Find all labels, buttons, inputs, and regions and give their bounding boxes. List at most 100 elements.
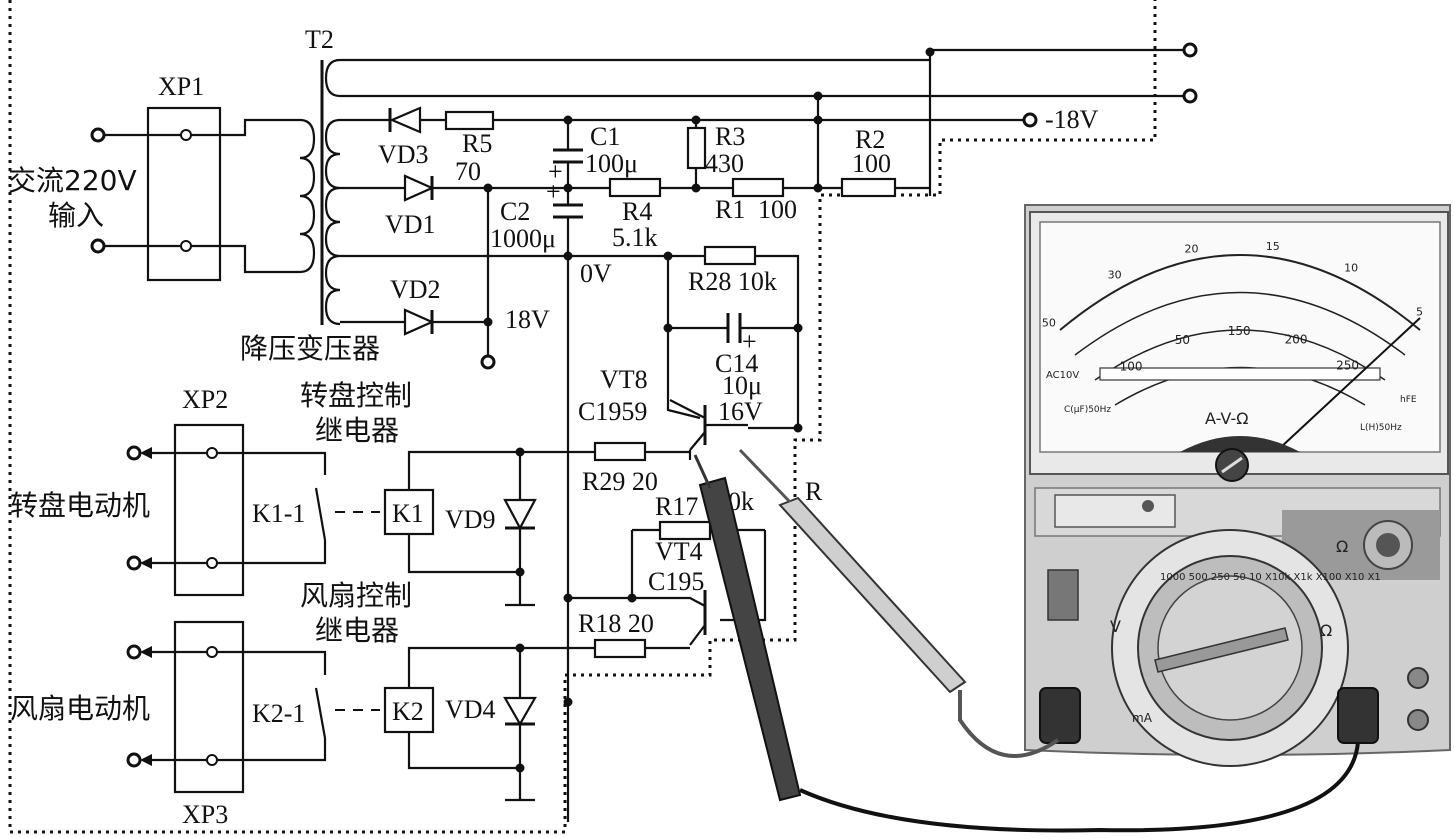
vt8-label: VT8 <box>600 365 648 394</box>
r-cut-label: R <box>805 477 823 506</box>
r4-value: 5.1k <box>612 223 658 252</box>
dial-v-label: V <box>1110 617 1121 636</box>
vd4-diode <box>503 696 537 727</box>
ac-input-label-2: 输入 <box>48 199 104 232</box>
r4-label: R4 <box>622 197 652 226</box>
vt4-label: VT4 <box>655 537 703 566</box>
r29-resistor <box>593 441 647 462</box>
dial-ring-label: 1000 500 250 50 10 X10k X1k X100 X10 X1 <box>1160 572 1381 583</box>
vd1-label: VD1 <box>385 210 436 239</box>
vd2-label: VD2 <box>390 275 441 304</box>
neg18-terminal <box>1022 112 1038 128</box>
k1-1-contact <box>314 487 327 541</box>
scale-tick-label: 250 <box>1336 359 1359 373</box>
test-lead-cable <box>958 690 1060 758</box>
vd4-label: VD4 <box>445 695 496 724</box>
relay1-label: 转盘控制 <box>300 379 412 412</box>
r28-label: R28 10k <box>688 267 777 296</box>
r2-value: 100 <box>852 149 891 178</box>
vd2-diode <box>403 308 435 336</box>
scale-tick-label: 150 <box>1228 324 1251 338</box>
scale-tick-label: 100 <box>1120 359 1143 373</box>
r5-label: R5 <box>462 129 492 158</box>
red-test-probe <box>778 496 967 694</box>
vd3-label: VD3 <box>378 140 429 169</box>
r18-resistor <box>593 638 647 659</box>
vt4-type: C195 <box>648 567 704 596</box>
secondary-winding <box>324 118 341 326</box>
output-terminal <box>1182 88 1198 104</box>
r3-value: 430 <box>705 149 744 178</box>
meter-hfe-label: hFE <box>1400 395 1417 405</box>
xp2-label: XP2 <box>182 385 228 414</box>
relay1-label-2: 继电器 <box>315 414 399 447</box>
r3-label: R3 <box>715 122 745 151</box>
r29-label: R29 20 <box>582 467 658 496</box>
neg18-label: -18V <box>1045 105 1099 134</box>
c14-plus: + <box>742 327 757 356</box>
output-terminal <box>1182 42 1198 58</box>
scale-tick-label: 50 <box>1175 333 1190 347</box>
vd9-label: VD9 <box>445 505 496 534</box>
c1-value: 100μ <box>585 149 638 178</box>
motor1-label: 转盘电动机 <box>10 489 150 522</box>
r1-value: 100 <box>758 195 797 224</box>
vt8-type: C1959 <box>578 397 647 426</box>
xp3-label: XP3 <box>182 800 228 829</box>
k1-1-label: K1-1 <box>252 499 305 528</box>
k2-1-label: K2-1 <box>252 699 305 728</box>
c14-voltage: 16V <box>718 397 763 426</box>
primary-winding <box>299 118 316 274</box>
v18-terminal <box>480 354 496 370</box>
scale-tick-label: 200 <box>1285 333 1308 347</box>
com-jack[interactable] <box>1039 687 1081 744</box>
r17-label: R17 <box>655 492 698 521</box>
scale-tick-label: 15 <box>1266 240 1280 253</box>
range-selector-knob[interactable] <box>1154 627 1289 673</box>
dial-ohm-label: Ω <box>1320 621 1332 640</box>
r2-resistor <box>840 177 897 198</box>
scale-tick-label: 50 <box>1042 317 1056 330</box>
r17-resistor <box>658 520 712 541</box>
ac-input-label: 交流220V <box>8 164 137 197</box>
input-terminal <box>90 127 106 143</box>
k1-label: K1 <box>392 499 424 528</box>
v18-label: 18V <box>505 305 550 334</box>
vd3-diode <box>389 106 422 134</box>
meter-l-label: L(H)50Hz <box>1360 423 1402 433</box>
scale-tick-label: 30 <box>1108 269 1122 282</box>
test-lead-cable <box>799 741 1360 833</box>
scale-tick-label: 5 <box>1416 306 1423 319</box>
c1-label: C1 <box>590 122 620 151</box>
c2-plus: + <box>546 177 561 206</box>
ohm-adjust-label: Ω <box>1336 537 1348 556</box>
r3-resistor <box>686 126 707 170</box>
meter-scale-panel <box>1039 221 1441 453</box>
scale-tick-label: 20 <box>1185 242 1199 255</box>
r2-label: R2 <box>855 125 885 154</box>
meter-ac-label: AC10V <box>1046 370 1079 381</box>
c14-value: 10μ <box>722 371 762 400</box>
relay2-label-2: 继电器 <box>315 614 399 647</box>
r4-resistor <box>608 177 662 198</box>
vd9-diode <box>503 498 537 531</box>
v-ohm-jack[interactable] <box>1337 687 1379 744</box>
step-down-label: 降压变压器 <box>240 332 380 365</box>
meter-c-label: C(μF)50Hz <box>1064 405 1111 415</box>
k2-label: K2 <box>392 697 424 726</box>
v0-label: 0V <box>580 259 612 288</box>
c14-label: C14 <box>715 349 758 378</box>
r1-label: R1 <box>715 195 745 224</box>
vd1-diode <box>403 174 435 202</box>
meter-avo-label: A-V-Ω <box>1205 409 1248 428</box>
meter-needle <box>1279 317 1421 449</box>
r1-resistor <box>731 177 785 198</box>
r5-value: 70 <box>455 157 481 186</box>
r28-resistor <box>703 245 757 266</box>
r5-resistor <box>444 110 495 131</box>
k2-1-contact <box>314 687 327 739</box>
xp1-label: XP1 <box>158 72 204 101</box>
dial-ma-label: mA <box>1132 711 1153 725</box>
